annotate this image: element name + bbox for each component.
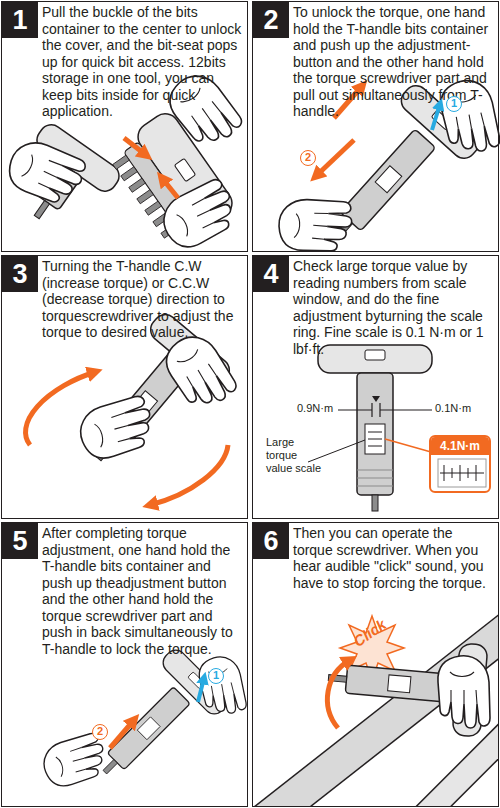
hand [39,732,110,791]
hand [277,196,353,254]
bit [137,190,154,204]
hand [196,654,247,718]
t-handle [318,345,432,373]
callout-number: 1 [208,668,224,684]
step-number-text: 2 [263,5,278,35]
instruction-text: Pull the buckle of the bits container to… [42,4,243,120]
push-arrow [110,720,134,748]
scale-window [388,675,411,693]
grip-lines [357,470,393,486]
instruction-text: To unlock the torque, one hand hold the … [293,4,494,120]
torque-reading-text: 4.1N·m [431,437,489,455]
push-arrow [162,178,178,198]
bit [129,178,146,192]
bit [145,201,162,215]
bit [113,155,130,169]
instruction-text: Then you can operate the torque screwdri… [293,525,494,591]
tool-body [107,687,190,770]
step-panel: Then you can operate the torque screwdri… [252,522,499,807]
step-number-text: 5 [12,526,27,556]
callout-number: 2 [300,150,316,166]
step-panel: After completing torque adjustment, one … [1,522,248,807]
step-number: 5 [2,523,38,559]
step-panel: Turning the T-handle C.W (increase torqu… [1,255,248,519]
t-handle-tool [0,120,124,243]
bit [103,760,117,774]
scale-window [137,717,160,740]
step-number-text: 6 [263,526,278,556]
step-number: 3 [2,256,38,292]
scale-label: Large torque value scale [266,436,326,475]
step-number: 4 [253,256,289,292]
callout-number: 2 [92,724,108,740]
step-number-text: 3 [12,259,27,289]
rotation-arrow [150,445,228,505]
hand [158,327,239,416]
push-up-arrow [198,678,204,702]
pointer-mark [372,396,380,402]
hand [2,133,89,211]
push-arrow [124,138,146,155]
click-label: Click [350,615,389,649]
tool-body [357,373,393,495]
frame-tube-outline [400,720,498,806]
step-number-text: 4 [263,259,278,289]
torque-reading-box: 4.1N·m [429,435,491,493]
bit [34,201,49,219]
step-number: 2 [253,2,289,38]
buckle [174,158,195,181]
leader-line [308,440,365,462]
step-panel: Pull the buckle of the bits container to… [1,1,248,252]
step-panel: To unlock the torque, one hand hold the … [252,1,499,252]
step-panel: Check large torque value by reading numb… [252,255,499,519]
step-number: 6 [253,523,289,559]
instruction-text: Check large torque value by reading numb… [293,258,494,357]
torque-label: 0.1N·m [435,402,471,415]
hand [438,656,490,728]
callout-number: 1 [446,96,462,112]
dimension-line [338,403,432,417]
scale-detail [438,459,486,487]
instruction-text: Turning the T-handle C.W (increase torqu… [42,258,243,341]
tool-body [340,129,436,231]
scale-window [365,424,385,454]
rotation-arrow [327,660,350,728]
torque-screwdriver [318,345,432,511]
frame-tube [400,720,498,806]
hand [75,394,158,463]
step-number-text: 1 [12,5,27,35]
pull-arrow [316,140,354,176]
bit [121,167,138,181]
scale-window [375,166,402,193]
rotation-arrow [26,372,95,445]
scale-detail-marks [440,465,484,481]
leader-line [385,439,431,452]
push-up-arrow [432,104,440,130]
hand [155,177,242,255]
adjustment-button [365,350,385,360]
instruction-text: After completing torque adjustment, one … [42,525,243,657]
scale-marks [368,432,382,446]
torque-label: 0.9N·m [297,402,333,415]
bit [372,495,378,511]
step-number: 1 [2,2,38,38]
